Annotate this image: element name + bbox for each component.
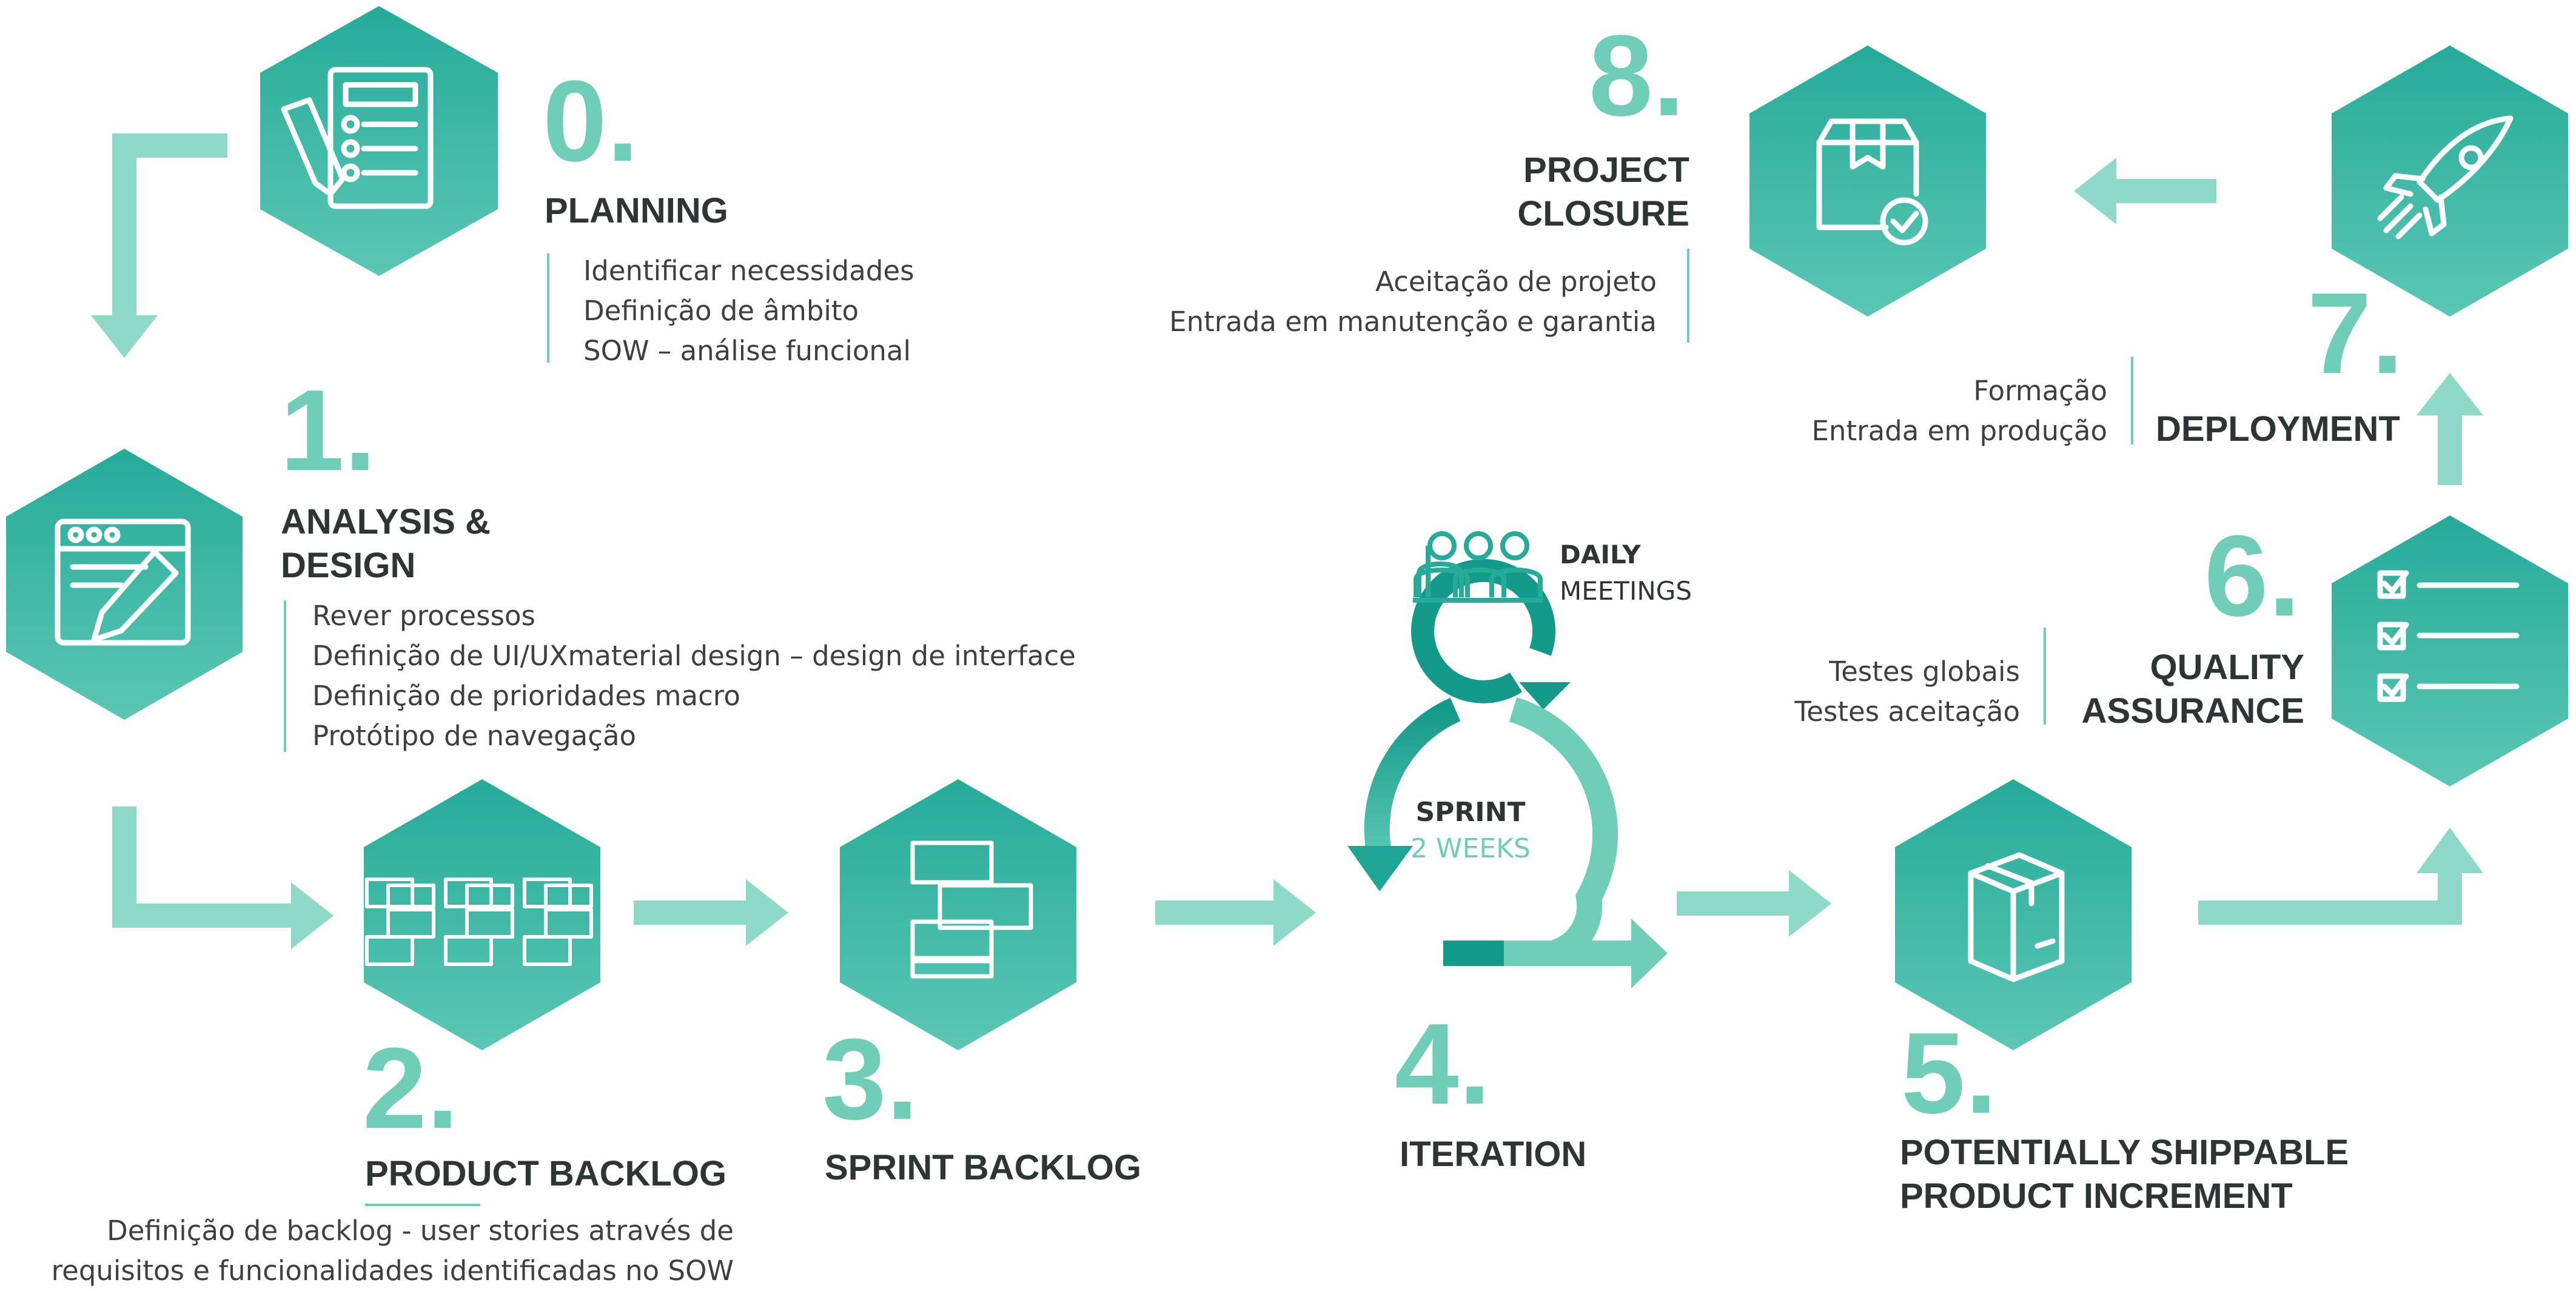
list-item: Entrada em manutenção e garantia (1169, 306, 1657, 338)
arrow-head-right-4 (1789, 870, 1831, 937)
step-title-quality-assurance: QUALITY ASSURANCE (2082, 646, 2304, 733)
deployment-items: Formação Entrada em produção (1812, 371, 2108, 451)
hexagon-quality-assurance (2332, 515, 2568, 786)
step-title-sprint-backlog: SPRINT BACKLOG (825, 1146, 1141, 1190)
product-backlog-items: Definição de backlog - user stories atra… (52, 1211, 734, 1291)
arrow-head-left (2074, 158, 2116, 224)
step-number-8: 8. (1589, 12, 1685, 140)
divider-bar (2044, 628, 2046, 725)
step-title-line: PROJECT (1523, 150, 1689, 190)
arrow-increment-to-qa (2198, 861, 2462, 925)
box-check-icon (1816, 118, 1928, 246)
step-title-line: ASSURANCE (2081, 691, 2304, 731)
underline-bar (365, 1204, 480, 1206)
planning-items: Identificar necessidades Definição de âm… (583, 251, 914, 371)
step-title-line: SPRINT BACKLOG (825, 1148, 1141, 1187)
arrow-head-up-1 (2417, 828, 2483, 873)
package-box-icon (1968, 852, 2065, 982)
arrow-head-up-2 (2417, 373, 2483, 415)
sprint-cycle-arrow-icon (1347, 558, 1668, 988)
step-title-deployment: DEPLOYMENT (2156, 407, 2400, 451)
connector-arrows (112, 133, 2462, 928)
arrow-head-right-2 (746, 879, 788, 946)
list-item: Rever processos (312, 600, 535, 632)
sprint-line: SPRINT (1415, 797, 1526, 828)
hexagon-deployment (2332, 45, 2568, 317)
step-title-line: POTENTIALLY SHIPPABLE (1900, 1133, 2349, 1172)
closure-items: Aceitação de projeto Entrada em manutenç… (1169, 262, 1657, 342)
arrow-planning-to-analysis (112, 133, 227, 330)
step-title-shippable-increment: POTENTIALLY SHIPPABLE PRODUCT INCREMENT (1900, 1131, 2349, 1218)
step-number-5: 5. (1901, 1009, 1997, 1138)
step-number-2: 2. (363, 1024, 459, 1153)
rocket-icon (2377, 115, 2514, 240)
arrow-heads (91, 158, 2483, 949)
step-title-planning: PLANNING (545, 189, 728, 233)
arrow-analysis-to-product-backlog (112, 806, 306, 928)
divider-bar (1687, 249, 1689, 343)
list-item: Testes globais (1829, 656, 2020, 688)
step-title-line: DEPLOYMENT (2156, 409, 2400, 449)
arrow-head-right-1 (291, 882, 334, 949)
step-number-3: 3. (822, 1015, 919, 1144)
weeks-line: 2 WEEKS (1410, 833, 1531, 864)
checklist-icon (2377, 570, 2520, 702)
hexagon-product-backlog (364, 779, 600, 1050)
list-item: Formação (1973, 375, 2107, 407)
list-item: Aceitação de projeto (1375, 266, 1657, 298)
arrow-head-down (91, 315, 158, 358)
step-number-0: 0. (543, 57, 639, 186)
step-title-project-closure: PROJECT CLOSURE (1517, 149, 1689, 236)
backlog-cards-icon (365, 877, 593, 966)
divider-bar (2131, 357, 2133, 444)
step-title-iteration: ITERATION (1400, 1133, 1586, 1176)
daily-meetings-label: DAILY MEETINGS (1560, 537, 1692, 609)
list-item: Protótipo de navegação (312, 720, 637, 752)
list-item: Definição de UI/UXmaterial design – desi… (312, 640, 1076, 672)
daily-line: DAILY (1560, 540, 1641, 569)
hexagon-project-closure (1749, 45, 1986, 317)
step-number-1: 1. (280, 366, 377, 495)
list-item: SOW – análise funcional (583, 335, 911, 367)
step-title-line: PRODUCT INCREMENT (1900, 1176, 2293, 1216)
step-title-line: DESIGN (281, 546, 416, 585)
analysis-items: Rever processos Definição de UI/UXmateri… (312, 596, 1076, 756)
list-item: Definição de prioridades macro (312, 680, 740, 712)
list-item: Definição de backlog - user stories atra… (107, 1215, 734, 1247)
divider-bar (547, 253, 549, 363)
step-number-4: 4. (1395, 1000, 1491, 1128)
checklist-pencil-icon (281, 67, 434, 209)
step-title-line: CLOSURE (1517, 194, 1689, 233)
step-title-line: ITERATION (1400, 1135, 1587, 1174)
list-item: Definição de âmbito (583, 295, 859, 327)
step-title-analysis-design: ANALYSIS & DESIGN (281, 500, 491, 588)
team-people-icon (1413, 531, 1543, 603)
arrow-head-right-3 (1273, 879, 1316, 946)
step-title-line: ANALYSIS & (281, 502, 491, 542)
step-title-line: QUALITY (2150, 648, 2304, 687)
quality-items: Testes globais Testes aceitação (1794, 652, 2020, 732)
list-item: Entrada em produção (1811, 415, 2108, 447)
step-title-line: PLANNING (545, 191, 728, 230)
hexagon-planning (260, 6, 498, 276)
list-item: requisitos e funcionalidades identificad… (51, 1255, 734, 1287)
step-number-6: 6. (2204, 512, 2301, 640)
divider-bar (284, 600, 286, 752)
sprint-cards-icon (910, 840, 1033, 979)
step-title-product-backlog: PRODUCT BACKLOG (365, 1152, 726, 1196)
meetings-line: MEETINGS (1560, 576, 1692, 606)
list-item: Identificar necessidades (583, 255, 914, 287)
list-item: Testes aceitação (1794, 696, 2020, 728)
step-number-7: 7. (2307, 269, 2404, 398)
browser-window-pencil-icon (55, 518, 191, 646)
sprint-label: SPRINT 2 WEEKS (1410, 794, 1531, 867)
step-title-line: PRODUCT BACKLOG (365, 1154, 727, 1193)
hexagon-sprint-backlog (840, 779, 1076, 1050)
